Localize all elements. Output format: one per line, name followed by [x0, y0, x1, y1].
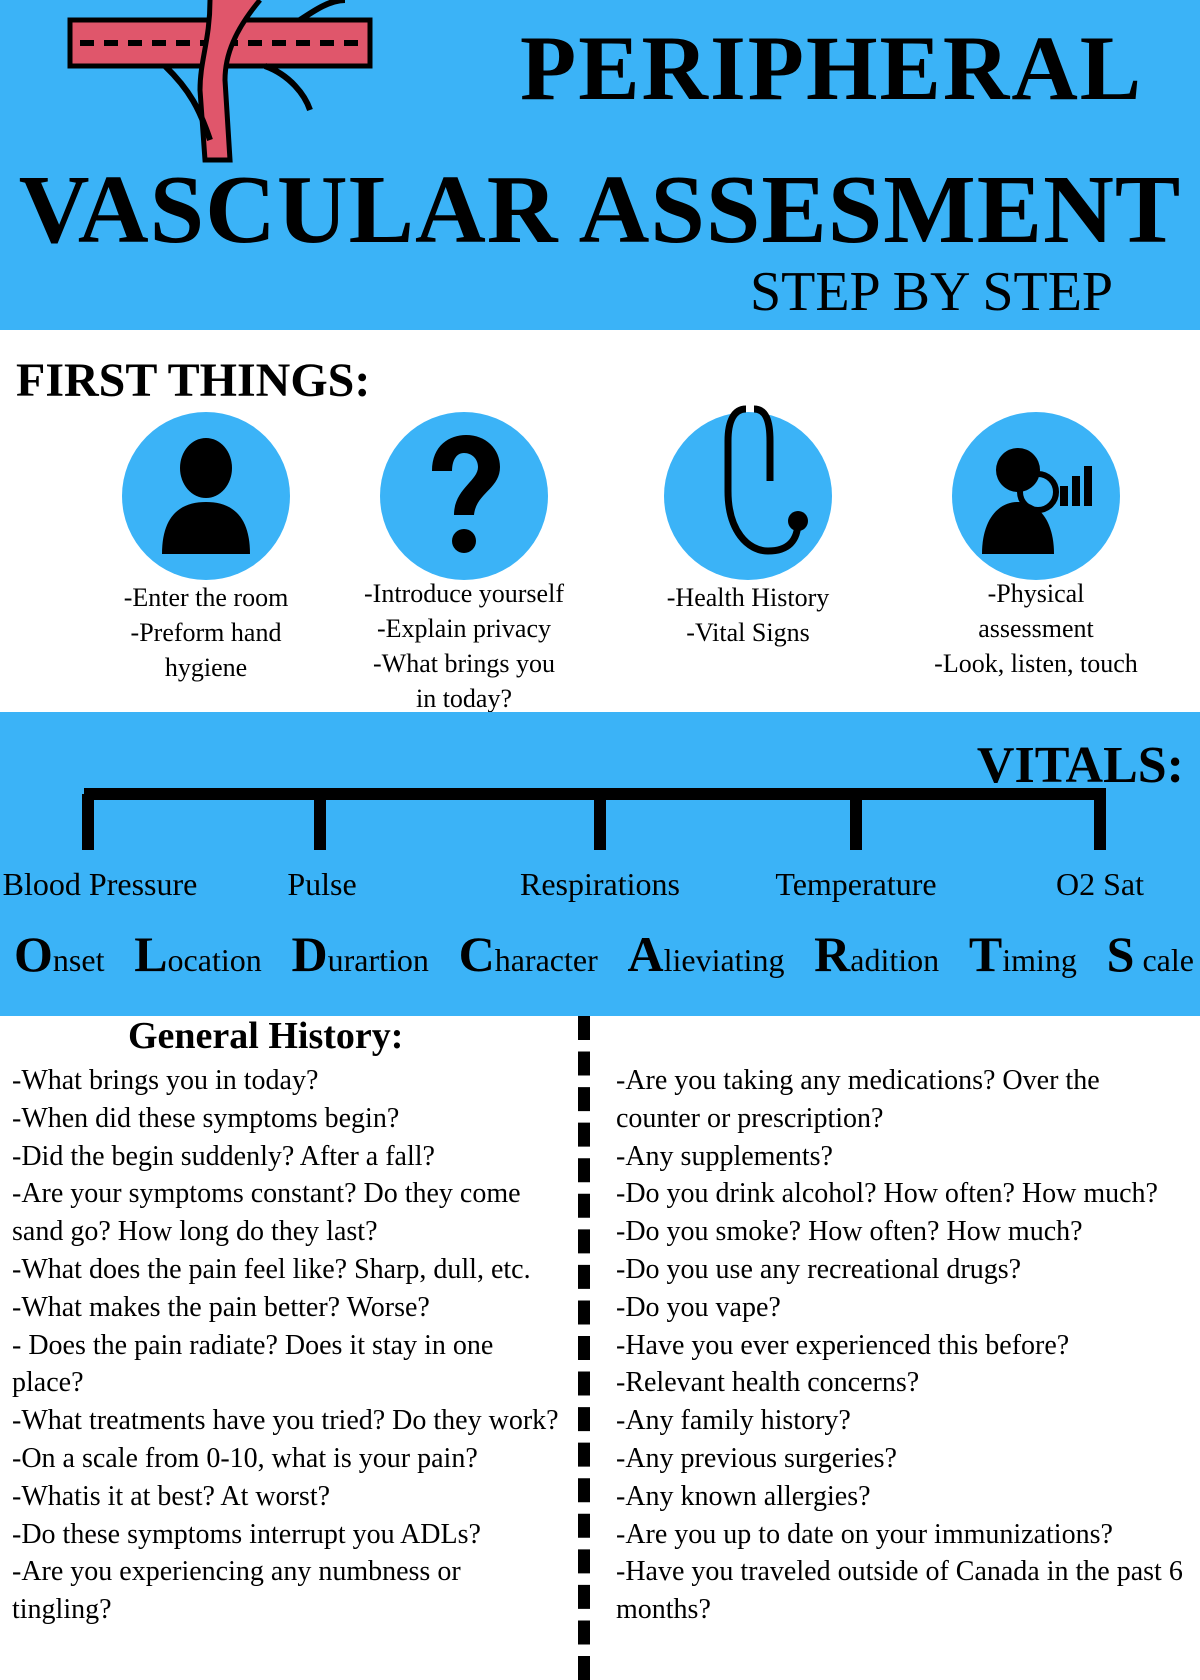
step-2-text: -Introduce yourself -Explain privacy -Wh…	[334, 576, 594, 716]
vital-blood-pressure: Blood Pressure	[2, 866, 198, 902]
list-item: -What makes the pain better? Worse?	[12, 1291, 430, 1323]
list-item: - Does the pain radiate? Does it stay in…	[12, 1329, 494, 1399]
list-item: -Do you smoke? How often? How much?	[616, 1216, 1083, 1248]
vessel-icon	[67, 0, 373, 163]
list-item: -Do these symptoms interrupt you ADLs?	[12, 1518, 481, 1550]
list-item: -Have you traveled outside of Canada in …	[616, 1556, 1183, 1626]
list-item: -Are you up to date on your immunization…	[616, 1518, 1113, 1550]
question-mark-icon	[380, 412, 548, 580]
general-history-heading: General History:	[128, 1015, 404, 1057]
page-title-line2: VASCULAR ASSESMENT	[18, 156, 1182, 264]
step-1-text: -Enter the room -Preform hand hygiene	[76, 580, 336, 685]
list-item: -Do you drink alcohol? How often? How mu…	[616, 1178, 1158, 1210]
vital-respirations: Respirations	[520, 866, 680, 902]
list-item: -Relevant health concerns?	[616, 1367, 920, 1399]
mnemonic-duration: Durartion	[291, 926, 429, 982]
list-item: -Are your symptoms constant? Do they com…	[12, 1178, 521, 1248]
vital-pulse: Pulse	[287, 866, 357, 902]
stethoscope-icon	[664, 405, 832, 580]
vitals-heading: VITALS:	[976, 737, 1184, 794]
history-questions-left: -What brings you in today? -When did the…	[12, 1062, 567, 1629]
list-item: -Any family history?	[616, 1405, 851, 1437]
mnemonic-location: Location	[134, 926, 262, 982]
step-1-label: -Enter the room -Preform hand hygiene	[123, 583, 289, 682]
mnemonic-alleviating: Alieviating	[627, 926, 785, 982]
page-title-line1: PERIPHERAL	[520, 17, 1144, 119]
list-item: -On a scale from 0-10, what is your pain…	[12, 1442, 478, 1474]
list-item: -Whatis it at best? At worst?	[12, 1480, 331, 1512]
list-item: -Do you use any recreational drugs?	[616, 1253, 1022, 1285]
mnemonic-character: Character	[458, 926, 598, 982]
list-item: -Any previous surgeries?	[616, 1442, 897, 1474]
list-item: -Any supplements?	[616, 1140, 833, 1172]
list-item: -Are you taking any medications? Over th…	[616, 1065, 1100, 1134]
page-subtitle: STEP BY STEP	[750, 261, 1114, 323]
list-item: -Do you vape?	[616, 1291, 781, 1323]
list-item: -What brings you in today?	[12, 1065, 319, 1096]
vital-temperature: Temperature	[775, 866, 937, 902]
step-3-label: -Health History -Vital Signs	[666, 583, 830, 647]
list-item: -What treatments have you tried? Do they…	[12, 1405, 559, 1437]
vitals-section	[0, 712, 1200, 1016]
list-item: -Any known allergies?	[616, 1480, 871, 1512]
list-item: -What does the pain feel like? Sharp, du…	[12, 1253, 531, 1285]
list-item: -Are you experiencing any numbness or ti…	[12, 1556, 461, 1626]
mnemonic-radiation: Radition	[814, 926, 940, 982]
vital-o2-sat: O2 Sat	[1056, 866, 1144, 902]
step-2-label: -Introduce yourself -Explain privacy -Wh…	[364, 579, 564, 713]
vitals-timeline	[82, 788, 1106, 850]
mnemonic-scale: S cale	[1106, 926, 1194, 982]
oldcarts-mnemonic: Onset Location Durartion Character Aliev…	[14, 926, 1194, 988]
mnemonic-onset: Onset	[14, 926, 105, 982]
list-item: -When did these symptoms begin?	[12, 1102, 400, 1134]
list-item: -Have you ever experienced this before?	[616, 1329, 1070, 1361]
step-3-text: -Health History -Vital Signs	[618, 580, 878, 650]
first-things-heading: FIRST THINGS:	[16, 354, 371, 407]
mnemonic-timing: Timing	[968, 926, 1077, 982]
physician-icon	[952, 412, 1120, 580]
list-item: -Did the begin suddenly? After a fall?	[12, 1140, 435, 1172]
person-icon	[122, 412, 290, 580]
step-4-text: -Physical assessment -Look, listen, touc…	[906, 576, 1166, 681]
column-divider	[578, 1016, 590, 1680]
history-questions-right: -Are you taking any medications? Over th…	[616, 1062, 1186, 1629]
step-4-label: -Physical assessment -Look, listen, touc…	[934, 579, 1138, 678]
